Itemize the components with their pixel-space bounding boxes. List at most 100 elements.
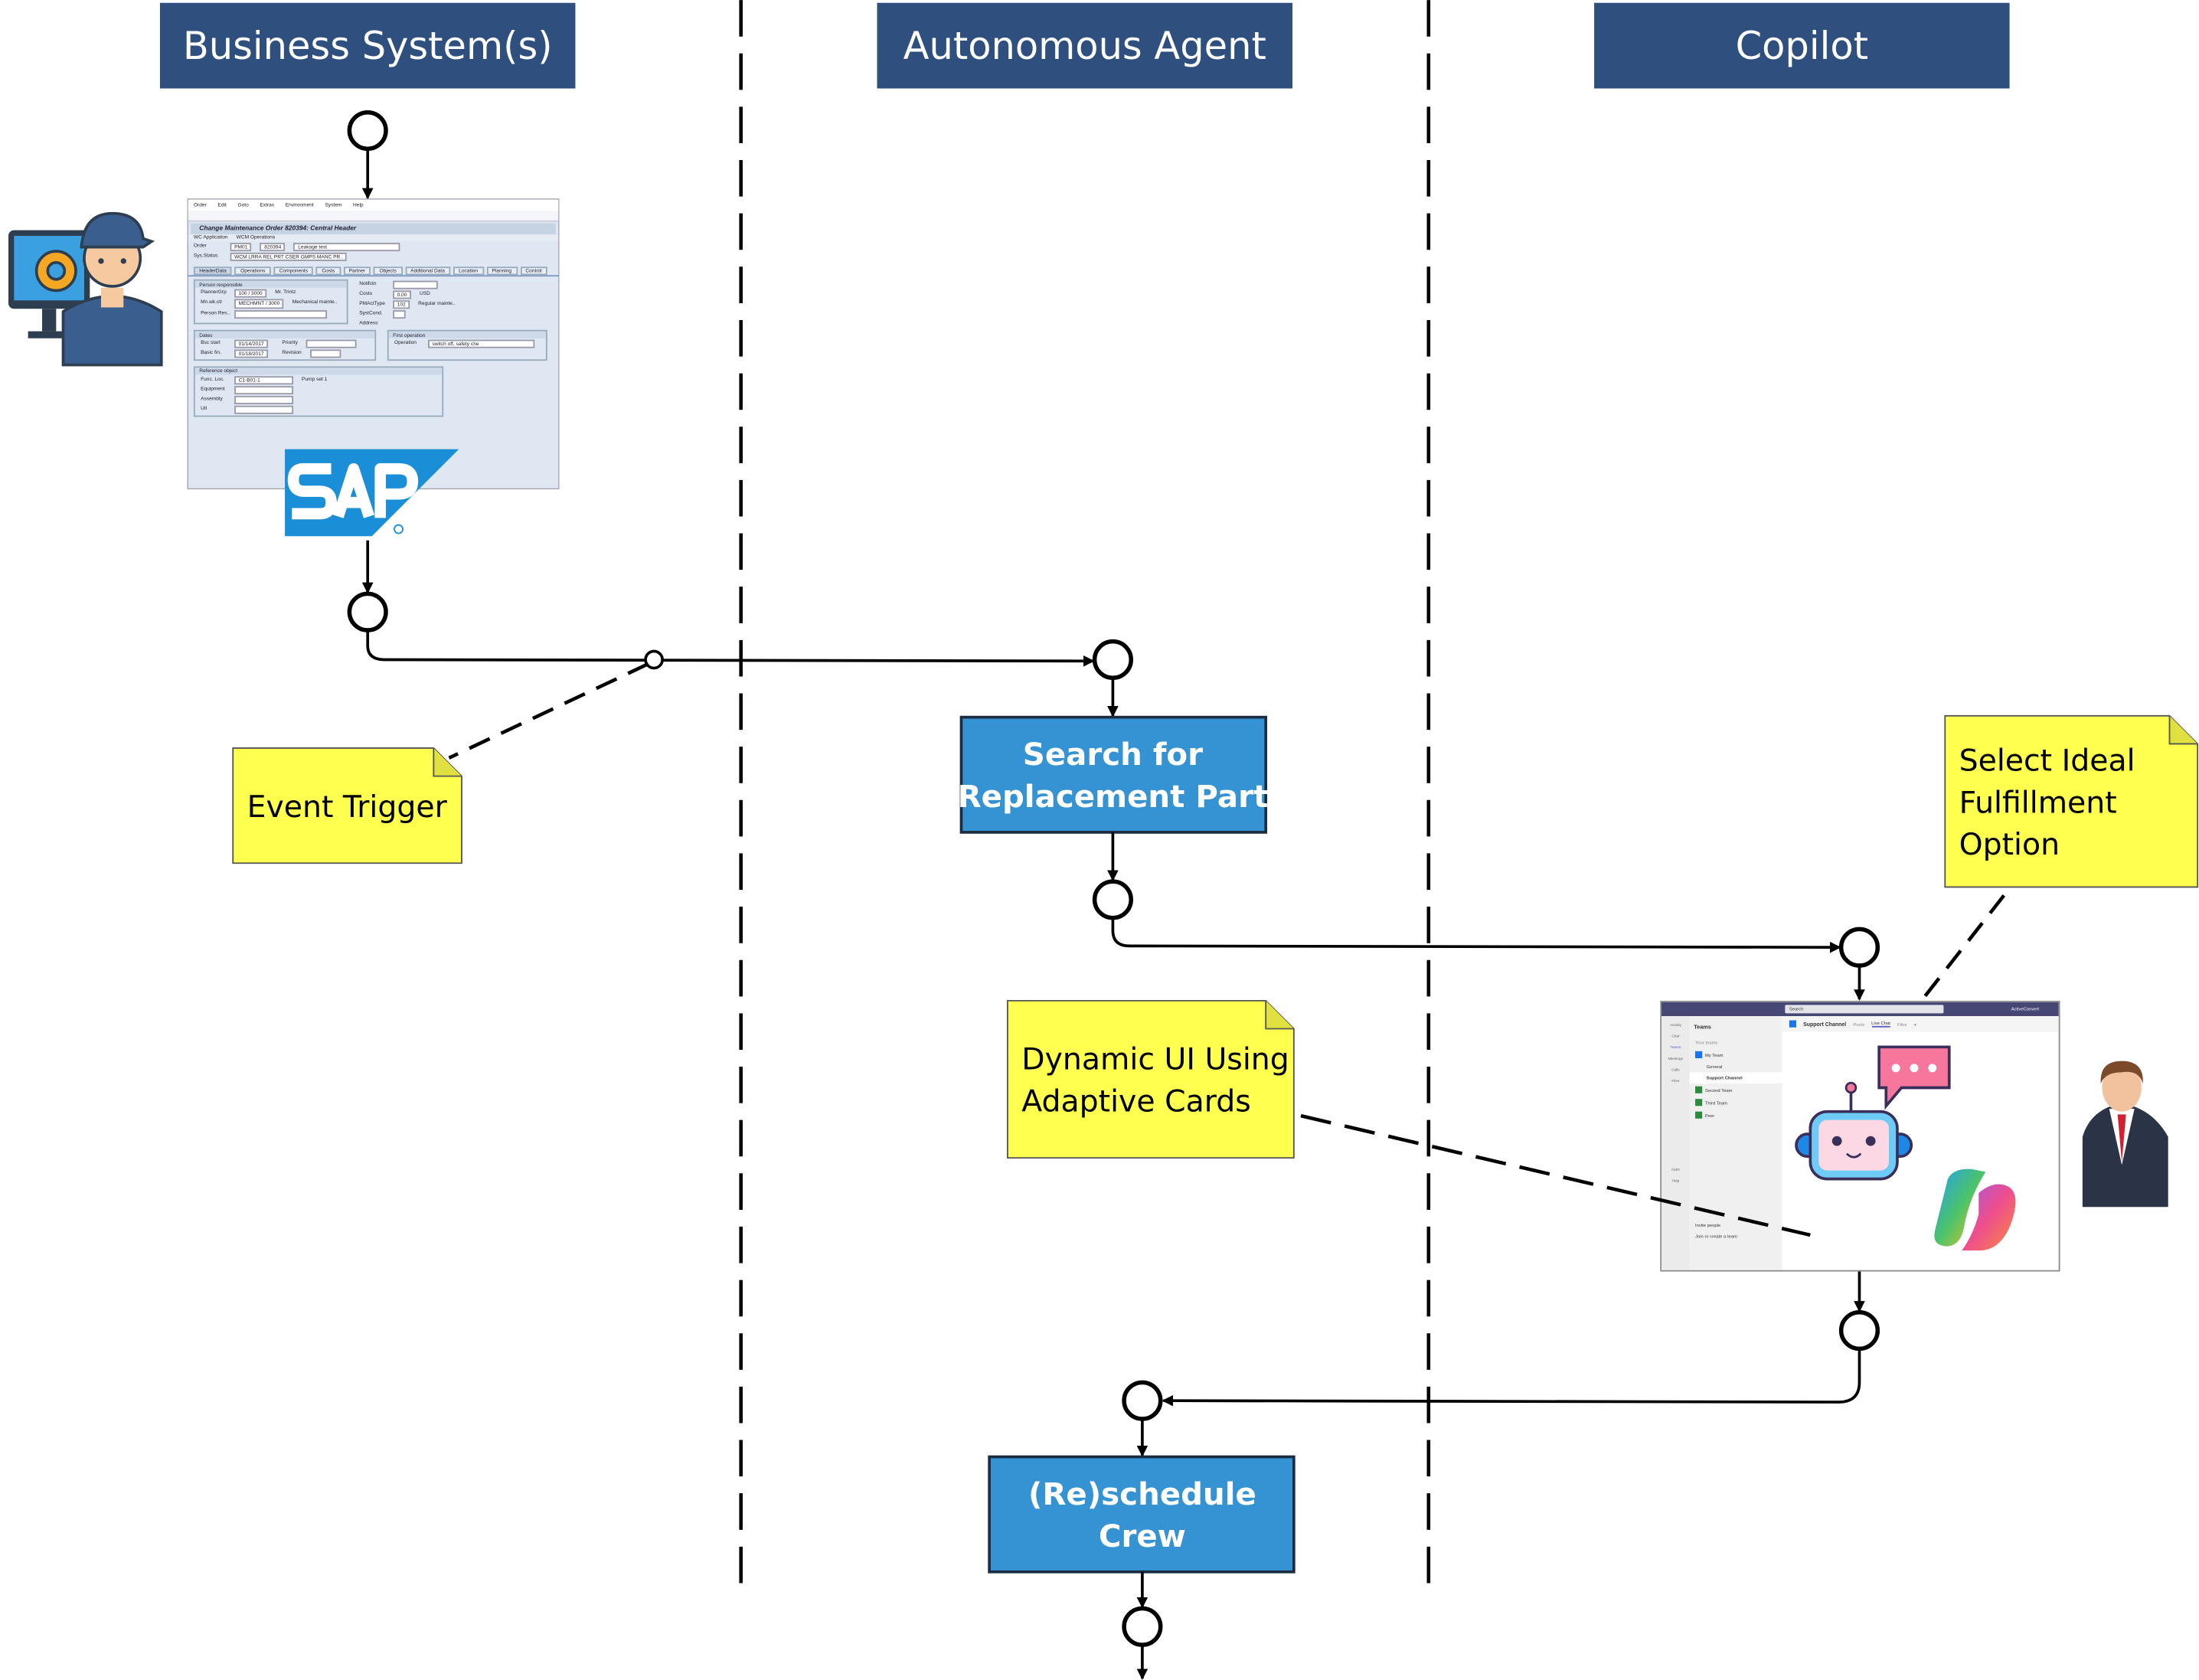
uii-field[interactable] <box>234 405 294 414</box>
sap-screen-title: Change Maintenance Order 820394: Central… <box>191 224 556 234</box>
annotation-link <box>1921 894 2006 1001</box>
channel-item[interactable]: General <box>1706 1064 1723 1070</box>
invite-people-link[interactable]: Invite people <box>1695 1222 1721 1228</box>
menu-item[interactable]: Edit <box>217 201 227 208</box>
note-dynamic-ui: Dynamic UI Using Adaptive Cards <box>1007 999 1295 1159</box>
tab[interactable]: Partner <box>343 266 371 276</box>
rail-item-help[interactable]: Help <box>1671 1178 1680 1184</box>
field-label: Order <box>193 242 207 248</box>
team-item[interactable]: Second Team <box>1690 1084 1782 1096</box>
event-circle <box>1092 639 1133 681</box>
flow-connector <box>1162 1348 1861 1407</box>
channel-item-selected[interactable]: Support Channel <box>1689 1072 1782 1084</box>
sap-logo <box>285 449 459 537</box>
team-item[interactable]: My Team <box>1690 1048 1782 1061</box>
event-circle <box>1838 927 1880 968</box>
order-number-field[interactable]: 820394 <box>260 242 286 252</box>
task-label: Search for <box>1023 737 1203 773</box>
flow-connector <box>366 629 1095 667</box>
flow-connector <box>1111 917 1841 953</box>
chatbot-icon <box>1795 1045 1951 1181</box>
operation-field[interactable]: switch off, safety che <box>428 339 535 348</box>
basic-finish-field[interactable]: 01/18/2017 <box>234 349 269 359</box>
annotation-link <box>448 662 649 760</box>
business-user-icon <box>2082 1061 2168 1208</box>
assembly-field[interactable] <box>234 396 294 405</box>
menu-item[interactable]: Extras <box>260 201 275 208</box>
join-create-team-link[interactable]: Join or create a team <box>1695 1234 1737 1240</box>
task-label: Crew <box>1099 1518 1186 1554</box>
tab[interactable]: Operations <box>234 266 271 276</box>
menu-item[interactable]: Environment <box>285 201 314 208</box>
order-desc-field[interactable]: Leakage test <box>293 242 401 252</box>
order-type-field[interactable]: PM01 <box>230 242 252 252</box>
menu-item[interactable]: Goto <box>237 201 249 208</box>
tab[interactable]: Planning <box>486 266 518 276</box>
planner-field[interactable]: 100 / 3000 <box>234 289 267 298</box>
channel-header: Support Channel Posts Live Chat Files + <box>1782 1016 2059 1032</box>
channel-tab-active[interactable]: Live Chat <box>1871 1020 1890 1028</box>
rail-item-chat[interactable]: Chat <box>1671 1034 1680 1039</box>
pmact-field[interactable]: 102 <box>393 300 410 309</box>
team-item[interactable]: Third Team <box>1690 1096 1782 1108</box>
rail-item-apps[interactable]: Apps <box>1671 1167 1680 1172</box>
lane-header-business-systems: Business System(s) <box>159 2 576 89</box>
toolbar-button[interactable]: WC Application <box>193 234 228 241</box>
rail-item-activity[interactable]: Activity <box>1669 1023 1681 1028</box>
tab[interactable]: Objects <box>374 266 403 276</box>
priority-select[interactable] <box>306 339 357 348</box>
equipment-field[interactable] <box>234 386 294 395</box>
menu-item[interactable]: Help <box>353 201 364 208</box>
tab[interactable]: Components <box>273 266 314 276</box>
tab[interactable]: Location <box>453 266 484 276</box>
tab[interactable]: Control <box>520 266 547 276</box>
tab[interactable]: Costs <box>316 266 341 276</box>
lane-title: Autonomous Agent <box>903 24 1266 68</box>
teams-list: Teams Your teams My Team General Support… <box>1689 1016 1782 1270</box>
workctr-field[interactable]: MECHMNT / 3000 <box>234 299 284 309</box>
revision-field[interactable] <box>309 349 341 358</box>
event-circle <box>1838 1309 1880 1352</box>
rail-item-teams[interactable]: Teams <box>1670 1045 1681 1051</box>
rail-item-meetings[interactable]: Meetings <box>1668 1057 1684 1061</box>
event-circle <box>1122 1606 1163 1647</box>
search-input[interactable]: Search <box>1785 1005 1944 1014</box>
menu-item[interactable]: System <box>325 201 342 208</box>
lane-title: Business System(s) <box>183 24 553 68</box>
channel-title: Support Channel <box>1803 1021 1847 1027</box>
funcloc-field[interactable]: C1-B01-1 <box>234 375 294 385</box>
basic-start-field[interactable]: 01/14/2017 <box>234 339 269 348</box>
section-label: Your teams <box>1695 1040 1718 1046</box>
toolbar-button[interactable]: WCM Operations <box>236 234 276 241</box>
syst-field[interactable] <box>393 310 406 319</box>
note-text: Select Ideal <box>1959 743 2135 778</box>
connector-point <box>644 649 664 670</box>
team-item[interactable]: Peer <box>1690 1109 1782 1121</box>
tab[interactable]: Additional Data <box>404 266 451 276</box>
task-label: Replacement Part <box>958 779 1269 815</box>
add-tab-icon[interactable]: + <box>1913 1021 1916 1027</box>
sap-screenshot: Order Edit Goto Extras Environment Syste… <box>187 198 560 489</box>
event-circle <box>347 591 388 632</box>
rail-item-calls[interactable]: Calls <box>1671 1067 1680 1073</box>
notif-field[interactable] <box>393 279 438 289</box>
menu-item[interactable]: Order <box>193 201 207 208</box>
person-field[interactable] <box>234 309 328 319</box>
sap-toolbar <box>188 211 559 223</box>
tab[interactable]: HeaderData <box>193 266 233 276</box>
channel-tab[interactable]: Files <box>1897 1021 1907 1027</box>
field-label: Sys.Status <box>193 252 218 259</box>
lane-header-copilot: Copilot <box>1594 2 2010 89</box>
app-rail: Activity Chat Teams Meetings Calls Files… <box>1662 1016 1690 1270</box>
rail-item-files[interactable]: Files <box>1671 1079 1680 1084</box>
teams-list-title: Teams <box>1694 1023 1711 1031</box>
channel-tab[interactable]: Posts <box>1853 1021 1865 1027</box>
account-name[interactable]: ActiveConvert <box>2011 1006 2040 1012</box>
note-text: Dynamic UI Using <box>1021 1042 1289 1077</box>
lane-title: Copilot <box>1736 24 1868 68</box>
teams-title-bar: Search ActiveConvert <box>1662 1002 2059 1017</box>
